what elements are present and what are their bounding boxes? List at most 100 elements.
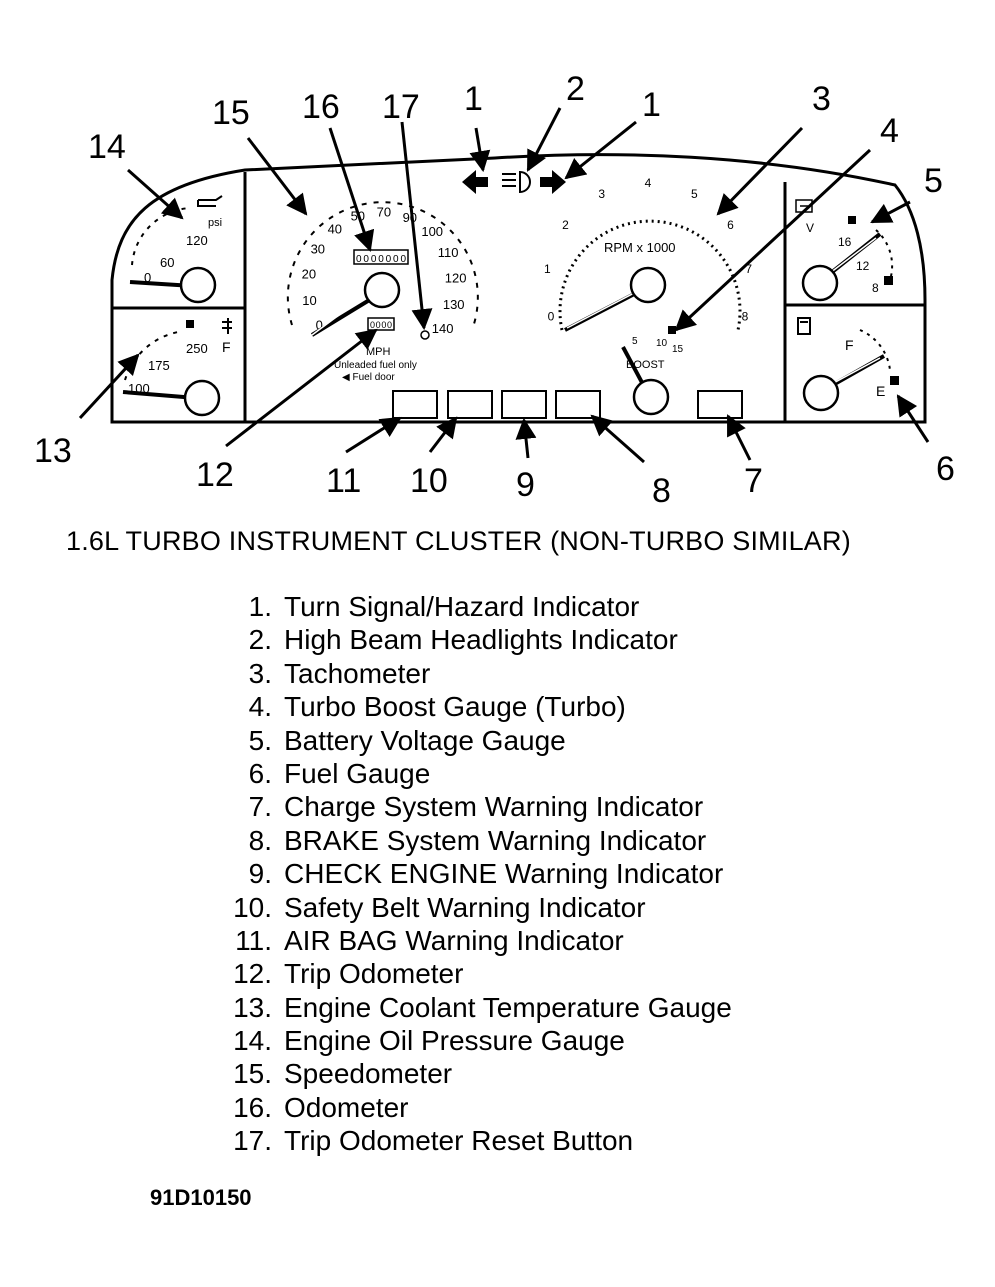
- legend-item: 12. Trip Odometer: [210, 957, 732, 990]
- speedo-unit-label: MPH: [366, 346, 391, 358]
- leader-10: [428, 416, 458, 453]
- legend-number: 8.: [248, 824, 272, 856]
- legend-text: Turn Signal/Hazard Indicator: [284, 591, 640, 622]
- fuel-note: Unleaded fuel only: [334, 360, 417, 371]
- legend-text: Turbo Boost Gauge (Turbo): [284, 691, 626, 723]
- callout-7: 7: [744, 462, 763, 500]
- figure-caption: 1.6L TURBO INSTRUMENT CLUSTER (NON-TURBO…: [66, 526, 851, 556]
- trip-odometer-window: [367, 317, 395, 331]
- callout-4: 4: [880, 112, 899, 150]
- oil-tick-0: 0: [144, 270, 151, 285]
- legend-text: Odometer: [284, 1091, 409, 1123]
- coolant-tick-175: 175: [148, 358, 170, 373]
- legend-number: 15.: [233, 1058, 272, 1090]
- legend-item: 4. Turbo Boost Gauge (Turbo): [210, 690, 732, 723]
- legend-text: Engine Coolant Temperature Gauge: [284, 991, 732, 1023]
- voltage-tick-12: 12: [856, 259, 870, 273]
- oil-unit-label: psi: [208, 217, 222, 229]
- speedo-tick-100: 100: [421, 224, 443, 239]
- fuel-gauge: F E: [797, 317, 899, 412]
- leader-arrows: [78, 107, 930, 464]
- fuel-pump-icon: [797, 317, 811, 335]
- legend-item: 11.AIR BAG Warning Indicator: [210, 924, 732, 957]
- legend-text: Safety Belt Warning Indicator: [284, 891, 646, 923]
- legend-number: 3.: [248, 657, 272, 689]
- legend-text: Speedometer: [284, 1058, 453, 1090]
- leader-7: [726, 414, 752, 461]
- air-bag-warning-lamp: [392, 390, 438, 419]
- legend-text: Trip Odometer Reset Button: [284, 1125, 634, 1157]
- speedo-tick-20: 20: [302, 267, 316, 282]
- fuel-low-marker-icon: [890, 376, 899, 385]
- boost-hub: [632, 378, 670, 416]
- voltage-unit-label: V: [806, 221, 814, 235]
- legend-item: 6. Fuel Gauge: [210, 757, 732, 790]
- legend-number: 14.: [233, 1025, 272, 1057]
- boost-marker-icon: [668, 326, 676, 334]
- legend-text: BRAKE System Warning Indicator: [284, 824, 707, 856]
- legend-text: CHECK ENGINE Warning Indicator: [284, 858, 724, 890]
- speedo-needle: [310, 294, 378, 337]
- fuel-hub: [802, 374, 840, 412]
- leader-9: [515, 417, 537, 459]
- speedo-tick-30: 30: [311, 242, 325, 257]
- leader-1b: [564, 120, 637, 180]
- legend-number: 13.: [233, 991, 272, 1023]
- callout-8: 8: [652, 472, 671, 510]
- legend-number: 6.: [248, 757, 272, 789]
- legend-item: 9.CHECK ENGINE Warning Indicator: [210, 857, 732, 890]
- speedo-tick-110: 110: [438, 245, 459, 260]
- legend-number: 1.: [248, 591, 272, 622]
- legend-item: 14.Engine Oil Pressure Gauge: [210, 1024, 732, 1057]
- trip-reset-button[interactable]: [420, 330, 430, 340]
- callout-11: 11: [326, 462, 361, 500]
- legend-text: Trip Odometer: [284, 958, 464, 990]
- tach-needle: [564, 288, 643, 332]
- voltage-tick-8: 8: [872, 281, 879, 295]
- legend-number: 10.: [233, 891, 272, 923]
- voltage-tick-16: 16: [838, 235, 852, 249]
- leader-4: [674, 148, 872, 332]
- legend-number: 16.: [233, 1091, 272, 1123]
- callout-1a: 1: [464, 80, 483, 118]
- legend-item: 10. Safety Belt Warning Indicator: [210, 891, 732, 924]
- oil-tick-120: 120: [186, 233, 208, 248]
- check-engine-warning-lamp: [501, 390, 547, 419]
- callout-13: 13: [34, 432, 72, 470]
- legend-item: 7.Charge System Warning Indicator: [210, 790, 732, 823]
- callout-3: 3: [812, 80, 831, 118]
- speedo-tick-40: 40: [328, 221, 342, 236]
- speedo-tick-70: 70: [377, 204, 391, 219]
- legend-number: 7.: [248, 791, 272, 823]
- leader-2: [526, 107, 562, 172]
- speedo-tick-90: 90: [403, 210, 417, 225]
- legend-number: 4.: [248, 691, 272, 723]
- leader-8: [590, 414, 645, 464]
- battery-icon: [795, 199, 813, 213]
- legend-item: 15. Speedometer: [210, 1057, 732, 1090]
- tach-tick-8: 8: [742, 310, 749, 324]
- tach-tick-4: 4: [645, 176, 652, 190]
- leader-6: [896, 394, 930, 443]
- speedo-tick-130: 130: [443, 297, 465, 312]
- coolant-unit-label: F: [222, 339, 231, 355]
- legend-text: High Beam Headlights Indicator: [284, 624, 678, 656]
- boost-tick-10: 10: [656, 338, 668, 349]
- tach-tick-7: 7: [745, 262, 752, 276]
- legend-text: Fuel Gauge: [284, 757, 431, 789]
- callout-12: 12: [196, 456, 234, 494]
- voltage-low-marker-icon: [884, 276, 893, 285]
- callout-5: 5: [924, 162, 943, 200]
- legend-number: 12.: [233, 958, 272, 990]
- coolant-gauge-hub: [183, 379, 221, 417]
- turn-signal-right-icon: [540, 170, 566, 194]
- coolant-temp-gauge: F 250 175 100: [122, 318, 232, 417]
- callout-6: 6: [936, 450, 955, 488]
- legend-text: AIR BAG Warning Indicator: [284, 924, 624, 956]
- charge-warning-lamp: [697, 390, 743, 419]
- coolant-tick-250: 250: [186, 341, 208, 356]
